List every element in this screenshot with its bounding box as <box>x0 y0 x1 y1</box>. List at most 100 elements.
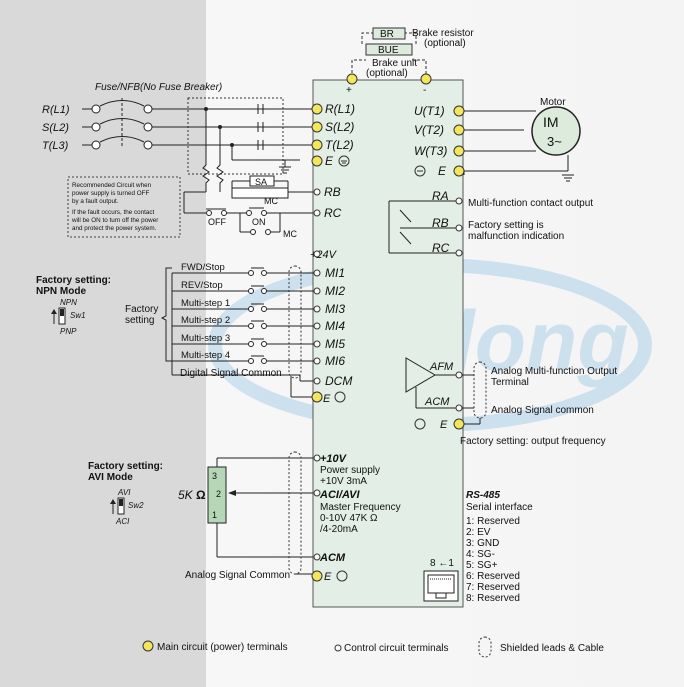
npn-setting: Factory setting: NPN Mode NPN Sw1 PNP <box>36 275 111 336</box>
mi-terminal-3 <box>313 305 321 313</box>
terminal-rb: RB <box>324 185 341 199</box>
rs485-pin-7: 7: Reserved <box>466 582 520 593</box>
mi-terminal-1 <box>313 269 321 277</box>
avi-label: AVI <box>117 488 131 497</box>
afm-note-1: Analog Multi-function Output <box>491 366 617 377</box>
npn-title-2: NPN Mode <box>36 286 86 297</box>
terminal-mi6: MI6 <box>325 354 345 368</box>
input-line-r: R(L1) <box>42 104 70 116</box>
recommended-note-box <box>67 176 181 238</box>
legend-control: Control circuit terminals <box>344 643 448 654</box>
relay-output: RA RB RC Multi-function contact output F… <box>388 189 593 257</box>
on-label: ON <box>252 217 266 227</box>
terminal-mi5: MI5 <box>325 337 345 351</box>
avi-title-1: Factory setting: <box>88 461 163 472</box>
terminal-rc-relay: RC <box>432 241 450 255</box>
terminal-e-output: E <box>438 164 447 178</box>
factory-note-2: malfunction indication <box>468 231 564 242</box>
input-line-s: S(L2) <box>42 122 69 134</box>
terminal-dcm: DCM <box>325 374 352 388</box>
aci-desc-2: 0-10V 47K Ω <box>320 513 378 524</box>
terminal-acm-in: ACM <box>319 552 346 564</box>
terminal-aci-avi: ACI/AVI <box>319 489 360 501</box>
drive-body <box>312 79 464 608</box>
terminal-plus10: +10V <box>320 453 348 465</box>
analog-output: AFM ACM E Analog Multi-function Output T… <box>405 357 617 447</box>
note-line-2: power supply is turned OFF <box>72 190 149 197</box>
analog-input-terminals: +10V Power supply +10V 3mA ACI/AVI Maste… <box>311 453 401 583</box>
avi-setting: Factory setting: AVI Mode AVI Sw2 ACI 5K… <box>88 451 313 581</box>
aci-desc-3: /4-20mA <box>320 524 358 535</box>
legend-control-icon <box>334 644 342 652</box>
switch-contact-a-6 <box>248 358 254 364</box>
off-label: OFF <box>208 217 226 227</box>
brake-unit-text: Brake unit <box>372 58 417 69</box>
pot-pin-2: 2 <box>216 489 221 499</box>
setting-label: setting <box>125 315 154 326</box>
pnp-label: PNP <box>60 327 77 336</box>
rs485-port-icon <box>423 570 459 602</box>
terminal-mi3: MI3 <box>325 302 345 316</box>
terminal-mi2: MI2 <box>325 284 345 298</box>
digital-input-label-1: FWD/Stop <box>181 262 225 273</box>
input-line-t: T(L3) <box>42 140 69 152</box>
afm-note-2: Terminal <box>491 377 529 388</box>
npn-title-1: Factory setting: <box>36 275 111 286</box>
mc-label: MC <box>264 196 278 206</box>
terminal-r-l1: R(L1) <box>325 102 355 116</box>
terminal-u-t1: U(T1) <box>414 104 445 118</box>
switch-contact-b-3 <box>261 306 267 312</box>
pot-pin-3: 3 <box>212 471 217 481</box>
terminal-v-t2: V(T2) <box>414 123 444 137</box>
legend-main-icon <box>142 640 154 652</box>
afm-factory-note: Factory setting: output frequency <box>460 436 606 447</box>
brake-resistor-text: Brake resistor <box>412 28 474 39</box>
minus-sign: - <box>423 85 426 96</box>
brake-resistor-label: BR <box>380 29 394 40</box>
terminal-acm-out: ACM <box>424 396 450 408</box>
analog-common-label: Analog Signal Common <box>185 570 290 581</box>
terminal-s-l2: S(L2) <box>325 120 354 134</box>
terminal-mi4: MI4 <box>325 319 345 333</box>
sa-label: SA <box>255 177 267 187</box>
digital-input-label-2: REV/Stop <box>181 280 223 291</box>
plus10-desc-2: +10V 3mA <box>320 476 367 487</box>
sw1-label: Sw1 <box>70 311 86 320</box>
brake-section: BR Brake resistor (optional) BUE Brake u… <box>346 27 474 96</box>
digital-common-label: Digital Signal Common <box>180 368 282 379</box>
rs485-pin-8: 8: Reserved <box>466 593 520 604</box>
rs485-port-label: 8 ←1 <box>430 558 454 569</box>
rs485-title: RS-485 <box>466 490 500 501</box>
drive-input-terminals: R(L1) S(L2) T(L2) E RB RC <box>311 102 355 220</box>
shielded-cable <box>288 265 302 379</box>
ground-icon <box>338 155 350 167</box>
factory-label: Factory <box>125 304 158 315</box>
legend-shielded-icon <box>478 636 492 658</box>
pot-label: 5K <box>178 488 194 502</box>
note-line-6: and protect the power system. <box>72 225 157 232</box>
pot-ohm: Ω <box>196 488 206 502</box>
note-line-5: will be ON to turn off the power <box>71 217 158 224</box>
switch-contact-a-4 <box>248 323 254 329</box>
npn-label: NPN <box>60 298 77 307</box>
mi-terminal-6 <box>313 357 321 365</box>
mc2-label: MC <box>283 229 297 239</box>
switch-contact-b-1 <box>261 270 267 276</box>
terminal-w-t3: W(T3) <box>414 144 447 158</box>
terminal-mi1: MI1 <box>325 266 345 280</box>
sw2-label: Sw2 <box>128 501 144 510</box>
digital-input-label-6: Multi-step 4 <box>181 350 230 361</box>
plus-sign: + <box>346 85 352 96</box>
digital-input-label-5: Multi-step 3 <box>181 333 230 344</box>
terminal-e-analog: E <box>324 571 332 583</box>
rs485-pin-6: 6: Reserved <box>466 571 520 582</box>
terminal-e-digital: E <box>323 393 331 405</box>
acm-note: Analog Signal common <box>491 405 594 416</box>
minus-terminal <box>420 73 432 85</box>
mi-terminal-5 <box>313 340 321 348</box>
afm-amplifier <box>405 357 436 393</box>
switch-contact-a-2 <box>248 288 254 294</box>
motor-circle <box>531 106 581 156</box>
plus10-desc-1: Power supply <box>320 465 380 476</box>
